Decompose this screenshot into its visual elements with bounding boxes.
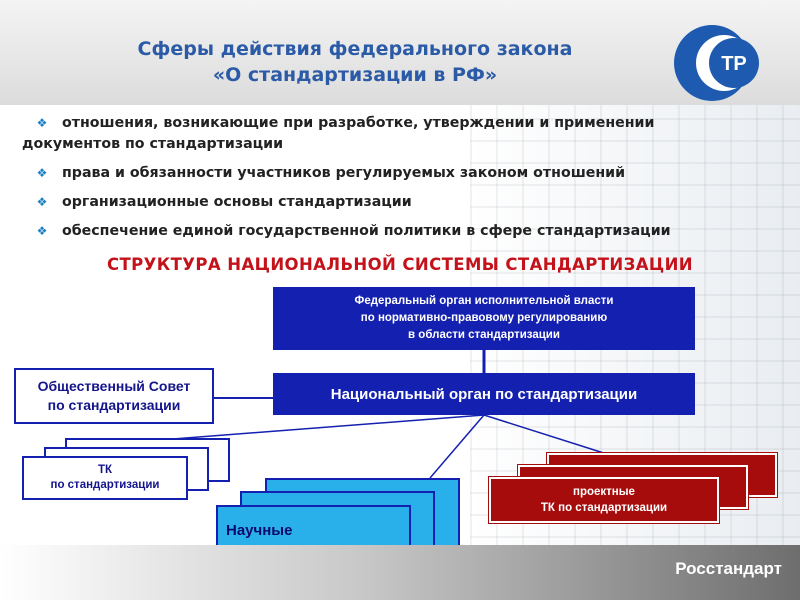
connector-national-project: [483, 414, 611, 456]
tc-line: по стандартизации: [50, 479, 160, 491]
diamond-bullet-icon: ❖: [36, 224, 48, 238]
list-item-text: права и обязанности участников регулируе…: [62, 165, 626, 181]
scope-list: ❖отношения, возникающие при разработке, …: [22, 113, 722, 250]
logo-text: ТР: [721, 53, 747, 75]
connector-national-science: [429, 414, 485, 479]
federal-body-line: по нормативно-правовому регулированию: [360, 312, 608, 324]
project-tc-line: ТК по стандартизации: [540, 502, 668, 514]
structure-heading: СТРУКТУРА НАЦИОНАЛЬНОЙ СИСТЕМЫ СТАНДАРТИ…: [106, 255, 694, 274]
diamond-bullet-icon: ❖: [36, 116, 48, 130]
footer-bar: [0, 545, 800, 600]
title-line-2: «О стандартизации в РФ»: [212, 64, 498, 86]
rosstandart-logo: ТР: [674, 25, 759, 101]
project-tc-line: проектные: [573, 486, 635, 498]
connector-national-tc: [159, 414, 485, 441]
federal-body-box: Федеральный орган исполнительной власти …: [273, 287, 695, 350]
science-line: Научные: [226, 522, 293, 539]
public-council-line: Общественный Совет: [37, 378, 191, 394]
header-bar: [0, 0, 800, 105]
list-item: ❖ права и обязанности участников регулиру…: [22, 163, 722, 184]
list-item-text: организационные основы стандартизации: [62, 194, 412, 210]
project-tc-box: проектные ТК по стандартизации: [489, 477, 719, 523]
page-title: Сферы действия федерального закона «О ст…: [60, 36, 650, 88]
federal-body-line: Федеральный орган исполнительной власти: [354, 295, 614, 307]
national-body-box: Национальный орган по стандартизации: [273, 373, 695, 415]
list-item: ❖ обеспечение единой государственной поли…: [22, 221, 722, 242]
diamond-bullet-icon: ❖: [36, 166, 48, 180]
federal-body-line: в области стандартизации: [408, 329, 560, 341]
tc-box: ТК по стандартизации: [22, 456, 188, 500]
list-item: ❖ организационные основы стандартизации: [22, 192, 722, 213]
list-item: ❖отношения, возникающие при разработке, …: [22, 113, 722, 155]
title-line-1: Сферы действия федерального закона: [137, 38, 573, 60]
list-item-text: отношения, возникающие при разработке, у…: [22, 115, 655, 152]
tc-line: ТК: [97, 464, 113, 476]
diamond-bullet-icon: ❖: [36, 195, 48, 209]
public-council-line: по стандартизации: [47, 397, 181, 413]
list-item-text: обеспечение единой государственной полит…: [62, 223, 671, 239]
public-council-box: Общественный Совет по стандартизации: [14, 368, 214, 424]
brand-name: Росстандарт: [675, 559, 782, 578]
